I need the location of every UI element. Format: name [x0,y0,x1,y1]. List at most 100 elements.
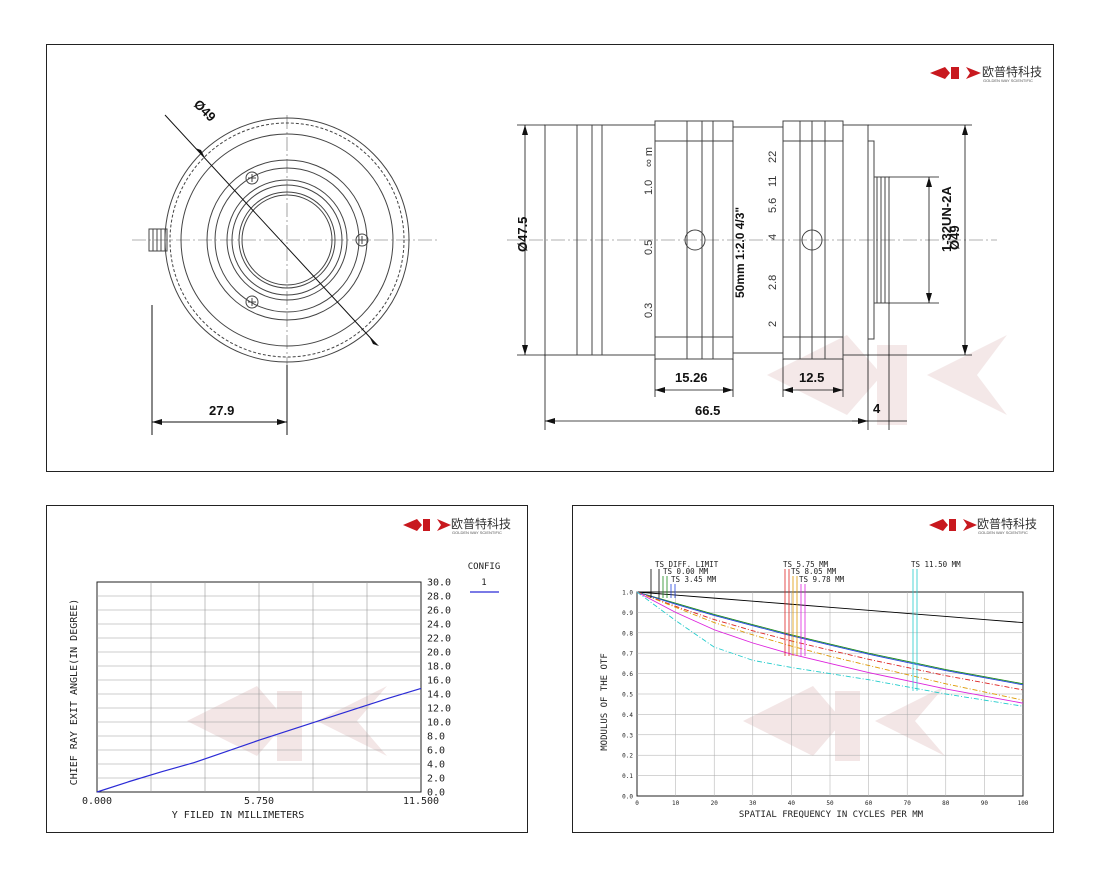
lens-model-text: 50mm 1:2.0 4/3" [733,207,747,298]
y-tick-label: 22.0 [427,634,451,645]
brand-logo: 欧普特科技 GOLDEN WAY SCIENTIFIC [403,516,511,535]
y-tick-label: 28.0 [427,592,451,603]
y-tick-label: 0.0 [622,794,633,801]
brand-name-cn: 欧普特科技 [977,516,1037,531]
brand-name-en: GOLDEN WAY SCIENTIFIC [978,530,1028,535]
chart-series [636,591,1024,707]
focus-mark: 0.3 [643,303,655,318]
x-tick-label: 50 [826,800,834,807]
field-label: TS 5.75 MM [783,560,829,569]
iris-mark: 11 [767,176,779,187]
series-line [96,687,422,793]
lens-front-view [132,114,437,435]
field-label: TS 9.78 MM [799,575,845,584]
x-axis-label: Y FILED IN MILLIMETERS [172,810,304,821]
x-tick-label: 20 [711,800,719,807]
legend-entry-label: 1 [481,578,486,588]
x-tick-label: 100 [1018,800,1029,807]
y-tick-label: 0.7 [622,651,633,658]
brand-name-cn: 欧普特科技 [451,516,511,531]
dim-front-diameter: Ø49 [191,97,219,125]
y-axis-label: CHIEF RAY EXIT ANGLE(IN DEGREE) [69,599,80,786]
y-tick-label: 0.9 [622,610,633,617]
y-tick-label: 16.0 [427,676,451,687]
iris-mark: 2 [767,321,779,327]
dim-body-diameter: Ø47.5 [515,217,530,252]
iris-mark: 2.8 [767,275,779,290]
focus-mark: ∞ m [643,147,655,167]
x-tick-label: 60 [865,800,873,807]
brand-logo: 欧普特科技 GOLDEN WAY SCIENTIFIC [929,516,1037,535]
y-tick-label: 0.5 [622,692,633,699]
y-axis-label: MODULUS OF THE OTF [600,653,610,751]
y-tick-label: 12.0 [427,704,451,715]
x-tick-label: 40 [788,800,796,807]
field-label: TS 0.00 MM [663,567,709,576]
x-tick-label: 5.750 [244,796,274,807]
series-line [636,591,1024,691]
y-tick-label: 18.0 [427,662,451,673]
mechanical-drawing: 欧普特科技 GOLDEN WAY SCIENTIFIC [132,64,1042,435]
y-tick-label: 0.0 [427,788,445,799]
y-tick-label: 8.0 [427,732,445,743]
brand-name-en: GOLDEN WAY SCIENTIFIC [452,530,502,535]
iris-mark: 5.6 [767,198,779,213]
chart-ticks: 0.02.04.06.08.010.012.014.016.018.020.02… [82,578,451,808]
brand-logo: 欧普特科技 GOLDEN WAY SCIENTIFIC [930,64,1042,83]
chart-series [96,687,422,793]
brand-name-cn: 欧普特科技 [982,64,1042,79]
series-line [636,591,1024,685]
x-tick-label: 80 [942,800,950,807]
dim-focus-ring-width: 15.26 [675,370,708,385]
y-tick-label: 0.3 [622,732,633,739]
dim-flange: 4 [873,401,881,416]
y-tick-label: 0.6 [622,671,633,678]
y-tick-label: 30.0 [427,578,451,589]
y-tick-label: 0.1 [622,773,633,780]
y-tick-label: 24.0 [427,620,451,631]
watermark-logo [187,686,387,761]
field-label: TS 8.05 MM [791,567,837,576]
x-tick-label: 90 [981,800,989,807]
mtf-chart: 欧普特科技 GOLDEN WAY SCIENTIFIC 0.0 0.1 0.2 0.3… [600,516,1037,820]
dim-mount-diameter: Ø49 [947,225,962,250]
iris-mark: 22 [767,151,779,163]
legend: CONFIG 1 [468,562,501,593]
mechanical-drawing-panel: 欧普特科技 GOLDEN WAY SCIENTIFIC [46,44,1054,472]
y-tick-label: 20.0 [427,648,451,659]
iris-scale: 2 2.8 4 5.6 11 22 [767,151,779,327]
y-tick-label: 2.0 [427,774,445,785]
y-tick-label: 14.0 [427,690,451,701]
dim-total-length: 66.5 [695,403,720,418]
series-line [636,591,1024,686]
dim-front-offset: 27.9 [209,403,234,418]
legend-title: CONFIG [468,562,501,572]
y-tick-label: 6.0 [427,746,445,757]
series-line [636,591,1024,624]
x-tick-label: 0 [635,800,639,807]
watermark-logo [743,686,945,761]
y-tick-label: 26.0 [427,606,451,617]
focus-scale: 0.3 0.5 1.0 ∞ m [643,147,655,318]
x-tick-label: 70 [904,800,912,807]
y-tick-label: 0.8 [622,630,633,637]
field-label: TS 11.50 MM [911,560,961,569]
y-tick-label: 4.0 [427,760,445,771]
x-axis-label: SPATIAL FREQUENCY IN CYCLES PER MM [739,810,924,820]
iris-mark: 4 [767,234,779,240]
y-tick-label: 0.2 [622,753,633,760]
series-line [636,591,1024,704]
x-tick-label: 11.500 [403,796,439,807]
dimension-lines [517,124,972,430]
chart-grid [96,581,422,793]
series-line [636,591,1024,701]
x-tick-label: 30 [749,800,757,807]
chart-grid [636,591,1024,797]
dim-thread: 1-32UN-2A [939,186,954,252]
focus-mark: 0.5 [643,240,655,255]
brand-name-en: GOLDEN WAY SCIENTIFIC [983,78,1033,83]
dim-iris-ring-width: 12.5 [799,370,824,385]
series-line [636,591,1024,707]
